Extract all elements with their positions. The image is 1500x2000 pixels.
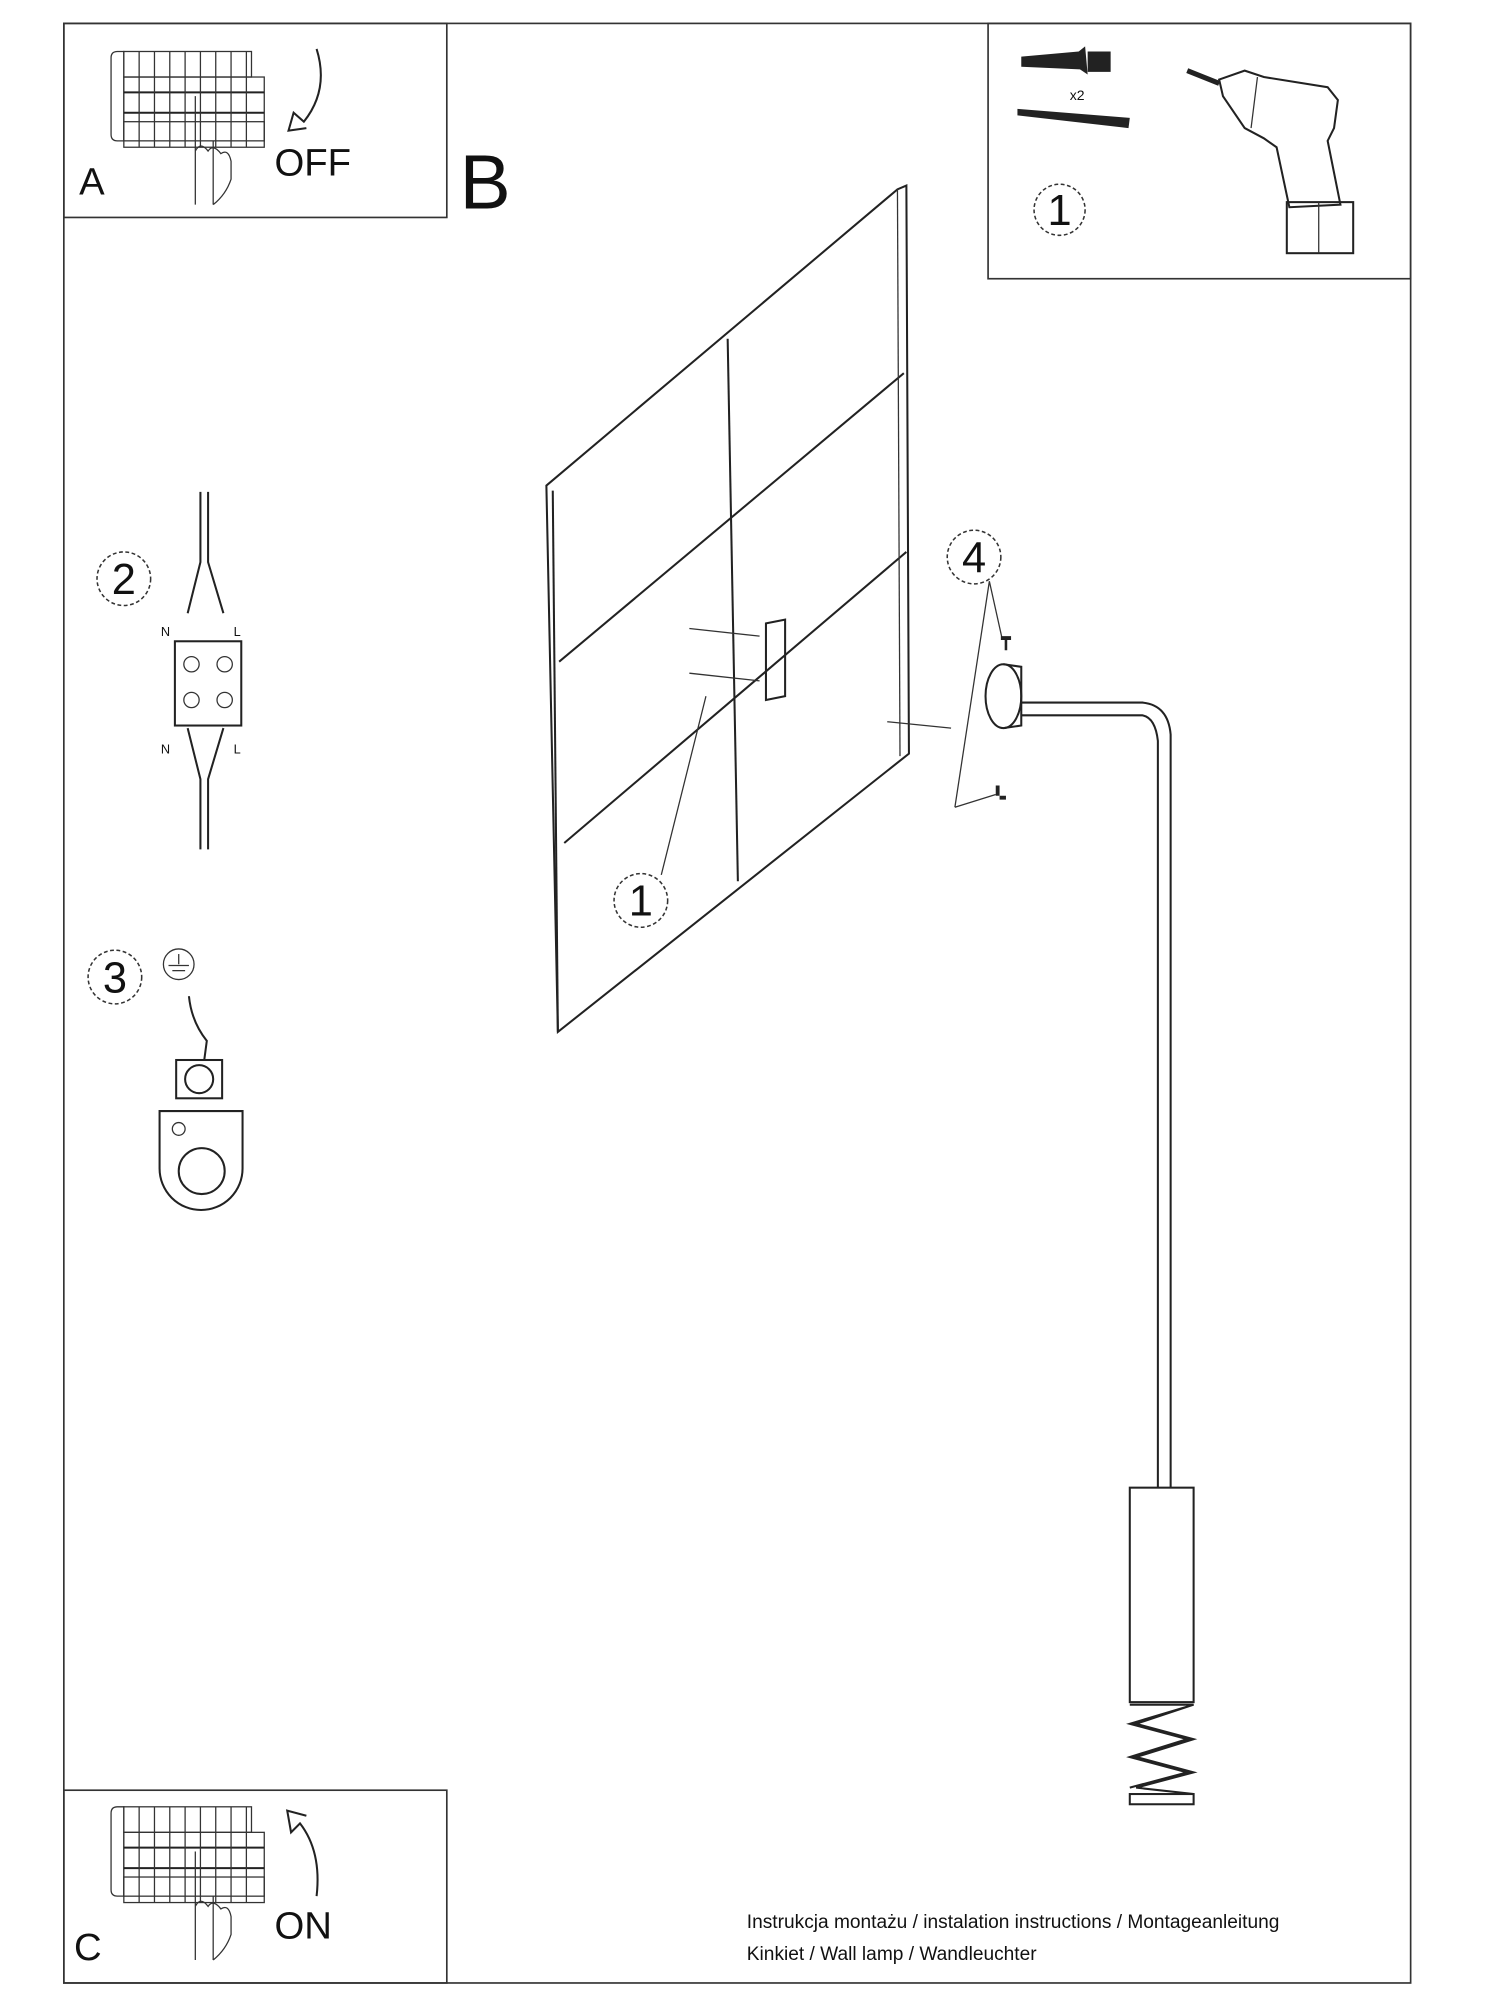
- panel-c-power-on: C ON: [63, 1789, 448, 1984]
- ground-terminal-icon: [158, 1110, 244, 1211]
- bulb-spring: [1126, 1703, 1198, 1796]
- screw-icon: [1017, 108, 1130, 129]
- mounting-bracket-icon: [764, 618, 787, 702]
- screw-icon: [995, 636, 1012, 800]
- panel-c-letter: C: [74, 1926, 102, 1969]
- wall-plug-icon: [1021, 46, 1111, 75]
- terminal-n-label: N: [161, 624, 170, 639]
- panel-c-on-label: ON: [274, 1904, 331, 1947]
- page-frame: [63, 22, 1412, 1984]
- canopy: [984, 663, 1023, 730]
- ground-step: 3: [87, 948, 244, 1211]
- wall-panel: 1: [545, 183, 952, 1034]
- earth-icon: [162, 948, 195, 981]
- terminal-n-label: N: [161, 742, 170, 757]
- tools-box: x2 1: [987, 22, 1412, 280]
- panel-a-letter: A: [79, 160, 105, 203]
- mounting-step-number: 4: [962, 534, 986, 582]
- panel-a-off-label: OFF: [274, 141, 351, 184]
- arrow-down-icon: [287, 48, 322, 132]
- terminal-l-label: L: [234, 742, 241, 757]
- terminal-l-label: L: [234, 624, 241, 639]
- footer-subtitle: Kinkiet / Wall lamp / Wandleuchter: [747, 1944, 1037, 1965]
- footer-title: Instrukcja montażu / instalation instruc…: [747, 1912, 1280, 1933]
- panel-a-power-off: A OFF: [63, 22, 448, 219]
- arrow-up-icon: [285, 1809, 319, 1897]
- drill-icon: [1186, 68, 1355, 255]
- panel-b-letter: B: [460, 141, 511, 226]
- circuit-breaker-icon: [110, 50, 266, 206]
- wiring-step: 2 N L N L: [96, 491, 243, 850]
- quantity-label: x2: [1070, 87, 1085, 103]
- circuit-breaker-icon: [110, 1805, 266, 1962]
- ground-step-number: 3: [103, 954, 127, 1002]
- drilling-step-number: 1: [629, 878, 653, 926]
- terminal-block-icon: [173, 640, 243, 727]
- wall-lamp: 4: [946, 529, 1198, 1806]
- wiring-step-number: 2: [112, 556, 136, 604]
- tools-step-number: 1: [1048, 187, 1072, 235]
- lamp-shade: [1128, 1486, 1195, 1704]
